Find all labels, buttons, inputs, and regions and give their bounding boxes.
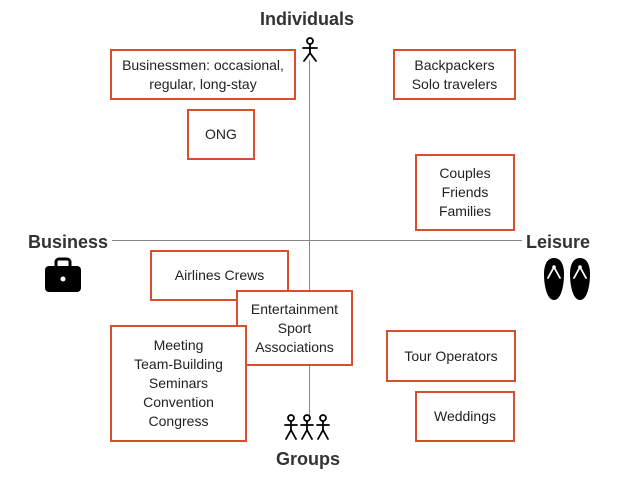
segment-tour-operators: Tour Operators (386, 330, 516, 382)
segment-line: Convention (143, 394, 214, 410)
segment-line: Meeting (153, 337, 204, 353)
segment-line: Congress (148, 413, 209, 429)
segment-line: Weddings (433, 408, 496, 424)
segment-weddings: Weddings (415, 391, 515, 442)
flip-flops-icon (544, 258, 590, 300)
axis-label-business: Business (28, 232, 109, 252)
briefcase-icon (45, 257, 81, 292)
segment-line: Seminars (148, 375, 209, 391)
segment-line: Families (438, 203, 492, 219)
person-icon (302, 37, 318, 62)
horizontal-axis (112, 240, 522, 241)
segment-line: Airlines Crews (174, 267, 265, 283)
segment-line: Tour Operators (404, 347, 498, 364)
segment-line: Backpackers (414, 56, 495, 73)
segment-businessmen: Businessmen: occasional, regular, long-st… (110, 49, 296, 100)
segment-line: regular, long-stay (149, 75, 257, 92)
segment-line: Associations (255, 338, 334, 355)
segment-line: Businessmen: occasional, (122, 56, 284, 73)
segment-line: Entertainment (250, 300, 339, 317)
segment-line: Sport (277, 319, 312, 336)
segment-line: Solo travelers (411, 75, 498, 92)
segment-ong: ONG (187, 109, 255, 160)
segment-line: Team-Building (134, 356, 223, 372)
vertical-axis (309, 60, 310, 420)
segment-line: Couples (439, 165, 491, 181)
segment-line: Friends (441, 184, 489, 200)
axis-label-leisure: Leisure (526, 232, 591, 252)
axis-label-individuals: Individuals (260, 9, 355, 29)
segment-line: ONG (205, 126, 237, 142)
group-of-people-icon (284, 414, 330, 440)
axis-label-groups: Groups (276, 449, 341, 469)
